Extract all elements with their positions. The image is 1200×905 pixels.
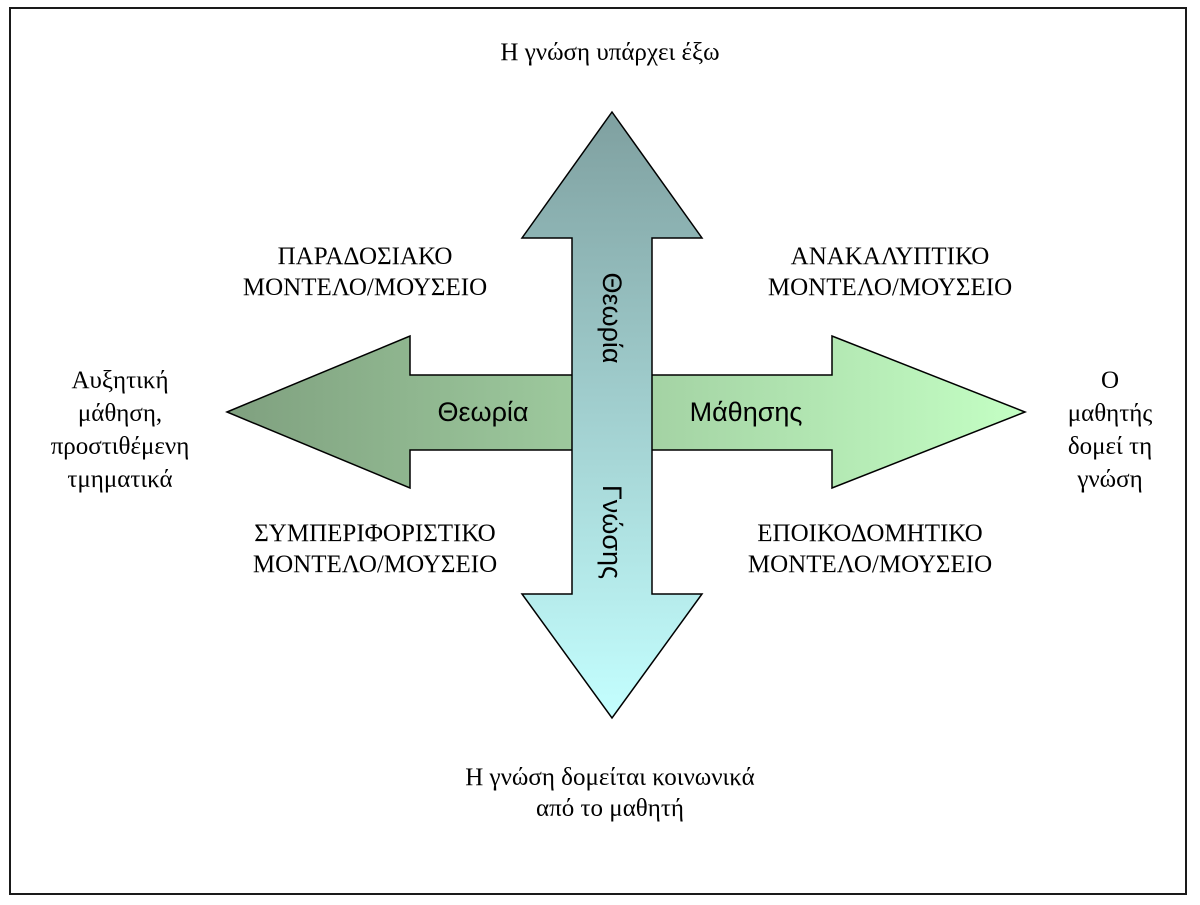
left-axis-line-1: Αυξητική bbox=[71, 367, 169, 394]
top-axis-label: Η γνώση υπάρχει έξω bbox=[500, 39, 720, 66]
vertical-top-label: Θεωρία bbox=[597, 272, 627, 363]
right-axis-line-1: Ο bbox=[1100, 367, 1120, 394]
horizontal-right-label: Μάθησης bbox=[690, 397, 803, 427]
left-axis-line-2: μάθηση, bbox=[77, 400, 163, 427]
horizontal-left-label: Θεωρία bbox=[437, 397, 528, 427]
bottom-axis-label: Η γνώση δομείται κοινωνικά από το μαθητή bbox=[380, 762, 840, 824]
bottom-axis-line-1: Η γνώση δομείται κοινωνικά bbox=[465, 764, 755, 791]
quadrant-bottom-left-label: ΣΥΜΠΕΡΙΦΟΡΙΣΤΙΚΟ ΜΟΝΤΕΛΟ/ΜΟΥΣΕΙΟ bbox=[252, 520, 498, 578]
right-axis-line-2: μαθητής bbox=[1067, 400, 1153, 427]
diagram-frame bbox=[9, 7, 1187, 895]
bottom-axis-line-2: από το μαθητή bbox=[536, 795, 684, 822]
quadrant-top-left-label: ΠΑΡΑΔΟΣΙΑΚΟ ΜΟΝΤΕΛΟ/ΜΟΥΣΕΙΟ bbox=[242, 243, 488, 301]
vertical-arrow bbox=[520, 110, 704, 720]
right-axis-line-4: γνώση bbox=[1077, 466, 1143, 493]
left-axis-line-3: προστιθέμενη bbox=[50, 433, 190, 460]
quadrant-top-right-label: ΑΝΑΚΑΛΥΠΤΙΚΟ ΜΟΝΤΕΛΟ/ΜΟΥΣΕΙΟ bbox=[767, 243, 1013, 301]
left-axis-label: Αυξητική μάθηση, προστιθέμενη τμηματικά bbox=[20, 364, 220, 496]
vertical-bottom-label: Γνώσης bbox=[597, 485, 627, 579]
quadrant-bottom-right-label: ΕΠΟΙΚΟΔΟΜΗΤΙΚΟ ΜΟΝΤΕΛΟ/ΜΟΥΣΕΙΟ bbox=[747, 520, 993, 578]
left-axis-line-4: τμηματικά bbox=[67, 466, 173, 493]
right-axis-line-3: δομεί τη bbox=[1067, 433, 1153, 460]
right-axis-label: Ο μαθητής δομεί τη γνώση bbox=[1040, 364, 1180, 496]
